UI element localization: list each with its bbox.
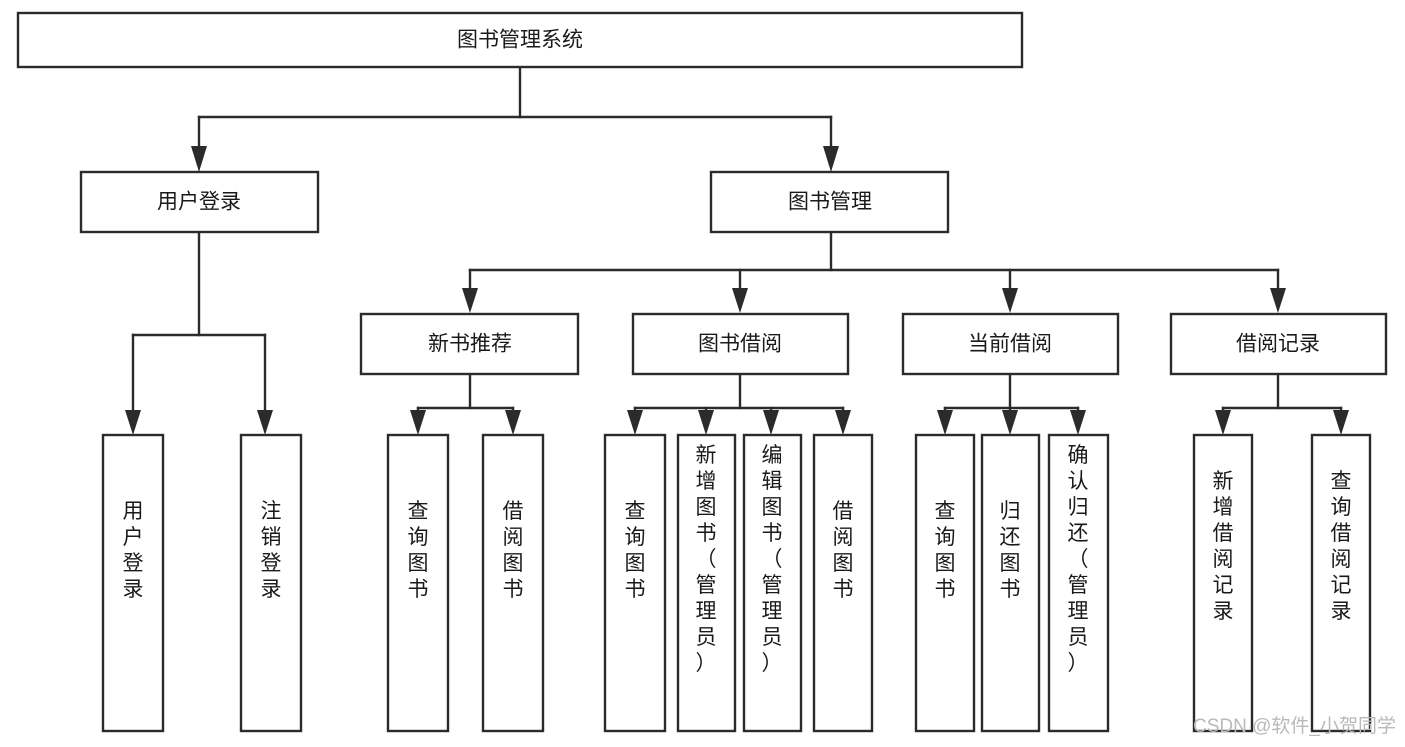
node-leaf-borrow-book-1-label: 借阅图书 xyxy=(503,500,524,601)
node-leaf-logout-login-label: 注销登录 xyxy=(261,500,282,601)
node-borrow-record-box[interactable] xyxy=(1169,312,1388,376)
node-borrow-record[interactable]: 借阅记录 xyxy=(1169,312,1388,376)
arrow-head-borrow-record xyxy=(1270,288,1286,313)
node-leaf-add-book-admin-label: 新增图书（管理员） xyxy=(696,444,717,675)
node-leaf-add-book-admin-box[interactable] xyxy=(676,433,737,733)
node-leaf-query-borrow-record-box[interactable] xyxy=(1310,433,1372,733)
arrow-head-book-borrow xyxy=(732,288,748,313)
node-leaf-confirm-return-admin-box[interactable] xyxy=(1047,433,1110,733)
node-user-login-label: 用户登录 xyxy=(157,191,241,214)
node-leaf-query-book-1-box[interactable] xyxy=(386,433,450,733)
arrow-head-leaf-edit-book-admin xyxy=(763,410,779,435)
node-leaf-edit-book-admin-box[interactable] xyxy=(742,433,803,733)
node-root-label: 图书管理系统 xyxy=(457,29,583,52)
node-leaf-edit-book-admin[interactable]: 编辑图书（管理员） xyxy=(742,433,803,733)
node-leaf-add-borrow-record-box[interactable] xyxy=(1192,433,1254,733)
node-leaf-add-borrow-record[interactable]: 新增借阅记录 xyxy=(1192,433,1254,733)
node-leaf-borrow-book-2[interactable]: 借阅图书 xyxy=(812,433,874,733)
node-leaf-query-book-3-label: 查询图书 xyxy=(935,500,956,601)
node-leaf-query-book-2-box[interactable] xyxy=(603,433,667,733)
node-leaf-confirm-return-admin[interactable]: 确认归还（管理员） xyxy=(1047,433,1110,733)
node-leaf-query-book-1[interactable]: 查询图书 xyxy=(386,433,450,733)
node-book-borrow-box[interactable] xyxy=(631,312,850,376)
arrow-head-leaf-query-book-1 xyxy=(410,410,426,435)
node-current-borrow-label: 当前借阅 xyxy=(968,333,1052,356)
arrow-head-leaf-add-book-admin xyxy=(698,410,714,435)
arrow-head-book-manage xyxy=(823,146,839,172)
node-leaf-borrow-book-2-label: 借阅图书 xyxy=(833,500,854,601)
node-leaf-query-book-1-label: 查询图书 xyxy=(408,500,429,601)
node-leaf-logout-login[interactable]: 注销登录 xyxy=(239,433,303,733)
connector-layer xyxy=(125,65,1349,435)
node-leaf-add-book-admin[interactable]: 新增图书（管理员） xyxy=(676,433,737,733)
node-book-borrow[interactable]: 图书借阅 xyxy=(631,312,850,376)
node-leaf-borrow-book-1[interactable]: 借阅图书 xyxy=(481,433,545,733)
node-leaf-logout-login-box[interactable] xyxy=(239,433,303,733)
arrow-head-leaf-borrow-book-2 xyxy=(835,410,851,435)
node-leaf-edit-book-admin-label: 编辑图书（管理员） xyxy=(762,444,783,675)
arrow-head-leaf-query-borrow-record xyxy=(1333,410,1349,435)
arrow-head-leaf-user-login xyxy=(125,410,141,435)
node-leaf-user-login-box[interactable] xyxy=(101,433,165,733)
node-leaf-confirm-return-admin-label: 确认归还（管理员） xyxy=(1068,444,1089,675)
arrow-head-leaf-add-borrow-record xyxy=(1215,410,1231,435)
node-book-manage-label: 图书管理 xyxy=(788,191,872,214)
node-leaf-query-book-2[interactable]: 查询图书 xyxy=(603,433,667,733)
node-leaf-query-book-3[interactable]: 查询图书 xyxy=(914,433,976,733)
node-leaf-user-login-label: 用户登录 xyxy=(123,500,144,601)
arrow-head-leaf-query-book-2 xyxy=(627,410,643,435)
node-leaf-return-book[interactable]: 归还图书 xyxy=(980,433,1041,733)
node-current-borrow[interactable]: 当前借阅 xyxy=(901,312,1120,376)
node-root-box[interactable] xyxy=(16,11,1024,69)
node-leaf-return-book-box[interactable] xyxy=(980,433,1041,733)
node-new-book-recommend-label: 新书推荐 xyxy=(428,333,512,356)
arrow-head-leaf-query-book-3 xyxy=(937,410,953,435)
node-book-manage-box[interactable] xyxy=(709,170,950,234)
node-current-borrow-box[interactable] xyxy=(901,312,1120,376)
arrow-head-leaf-confirm-return-admin xyxy=(1070,410,1086,435)
watermark: CSDN @软件_小贺同学 xyxy=(1193,715,1396,737)
node-leaf-borrow-book-1-box[interactable] xyxy=(481,433,545,733)
node-book-borrow-label: 图书借阅 xyxy=(698,333,782,356)
arrow-head-user-login xyxy=(191,146,207,172)
node-leaf-query-borrow-record[interactable]: 查询借阅记录 xyxy=(1310,433,1372,733)
arrow-head-new-book-recommend xyxy=(462,288,478,313)
node-leaf-add-borrow-record-label: 新增借阅记录 xyxy=(1213,470,1234,623)
node-leaf-query-book-3-box[interactable] xyxy=(914,433,976,733)
node-user-login-box[interactable] xyxy=(79,170,320,234)
node-user-login[interactable]: 用户登录 xyxy=(79,170,320,234)
node-book-manage[interactable]: 图书管理 xyxy=(709,170,950,234)
node-root[interactable]: 图书管理系统 xyxy=(16,11,1024,69)
node-leaf-query-borrow-record-label: 查询借阅记录 xyxy=(1331,470,1352,623)
node-leaf-borrow-book-2-box[interactable] xyxy=(812,433,874,733)
node-leaf-user-login[interactable]: 用户登录 xyxy=(101,433,165,733)
node-leaf-return-book-label: 归还图书 xyxy=(1000,500,1021,601)
node-new-book-recommend-box[interactable] xyxy=(359,312,580,376)
node-new-book-recommend[interactable]: 新书推荐 xyxy=(359,312,580,376)
arrow-head-leaf-logout-login xyxy=(257,410,273,435)
arrow-head-current-borrow xyxy=(1002,288,1018,313)
node-leaf-query-book-2-label: 查询图书 xyxy=(625,500,646,601)
arrow-head-leaf-borrow-book-1 xyxy=(505,410,521,435)
arrow-head-leaf-return-book xyxy=(1002,410,1018,435)
node-borrow-record-label: 借阅记录 xyxy=(1236,333,1320,356)
